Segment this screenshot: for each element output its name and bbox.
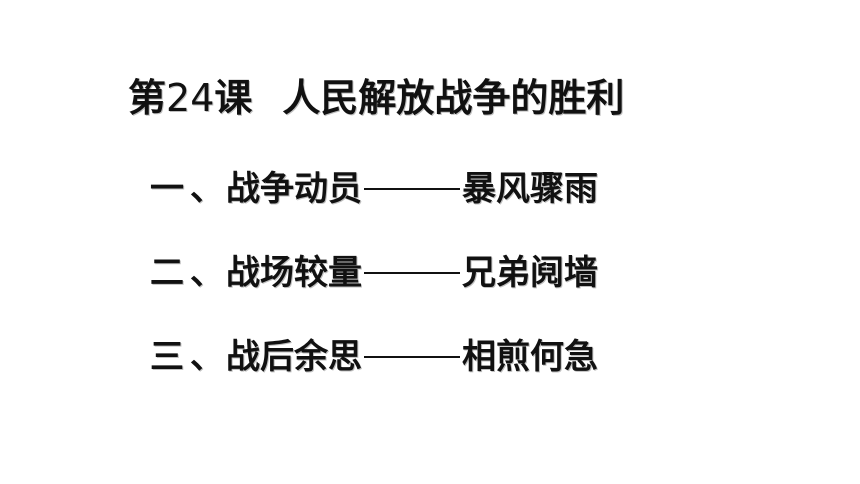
lesson-title-text: 人民解放战争的胜利 [282, 75, 625, 120]
em-dash-divider [364, 356, 460, 358]
point-separator: 、 [190, 337, 224, 377]
em-dash-divider [364, 272, 460, 274]
point-left-text: 战后余思 [226, 337, 362, 377]
point-right-text: 兄弟阋墙 [462, 253, 598, 293]
point-left-text: 战争动员 [226, 169, 362, 209]
point-index: 一 [150, 169, 184, 209]
outline-point-2: 二、战场较量 兄弟阋墙 [150, 248, 598, 298]
lesson-prefix: 第 [128, 75, 167, 120]
point-separator: 、 [190, 169, 224, 209]
point-index: 二 [150, 253, 184, 293]
outline-point-3: 三、战后余思 相煎何急 [150, 332, 598, 382]
lesson-number: 第24课 [128, 70, 252, 126]
lesson-num: 24 [166, 76, 215, 120]
em-dash-divider [364, 188, 460, 190]
point-right-text: 相煎何急 [462, 337, 598, 377]
point-index: 三 [150, 337, 184, 377]
point-left-text: 战场较量 [226, 253, 362, 293]
lesson-unit: 课 [214, 75, 253, 120]
slide-title: 第24课人民解放战争的胜利 [128, 70, 624, 126]
outline-point-1: 一、战争动员 暴风骤雨 [150, 164, 598, 214]
point-right-text: 暴风骤雨 [462, 169, 598, 209]
point-separator: 、 [190, 253, 224, 293]
